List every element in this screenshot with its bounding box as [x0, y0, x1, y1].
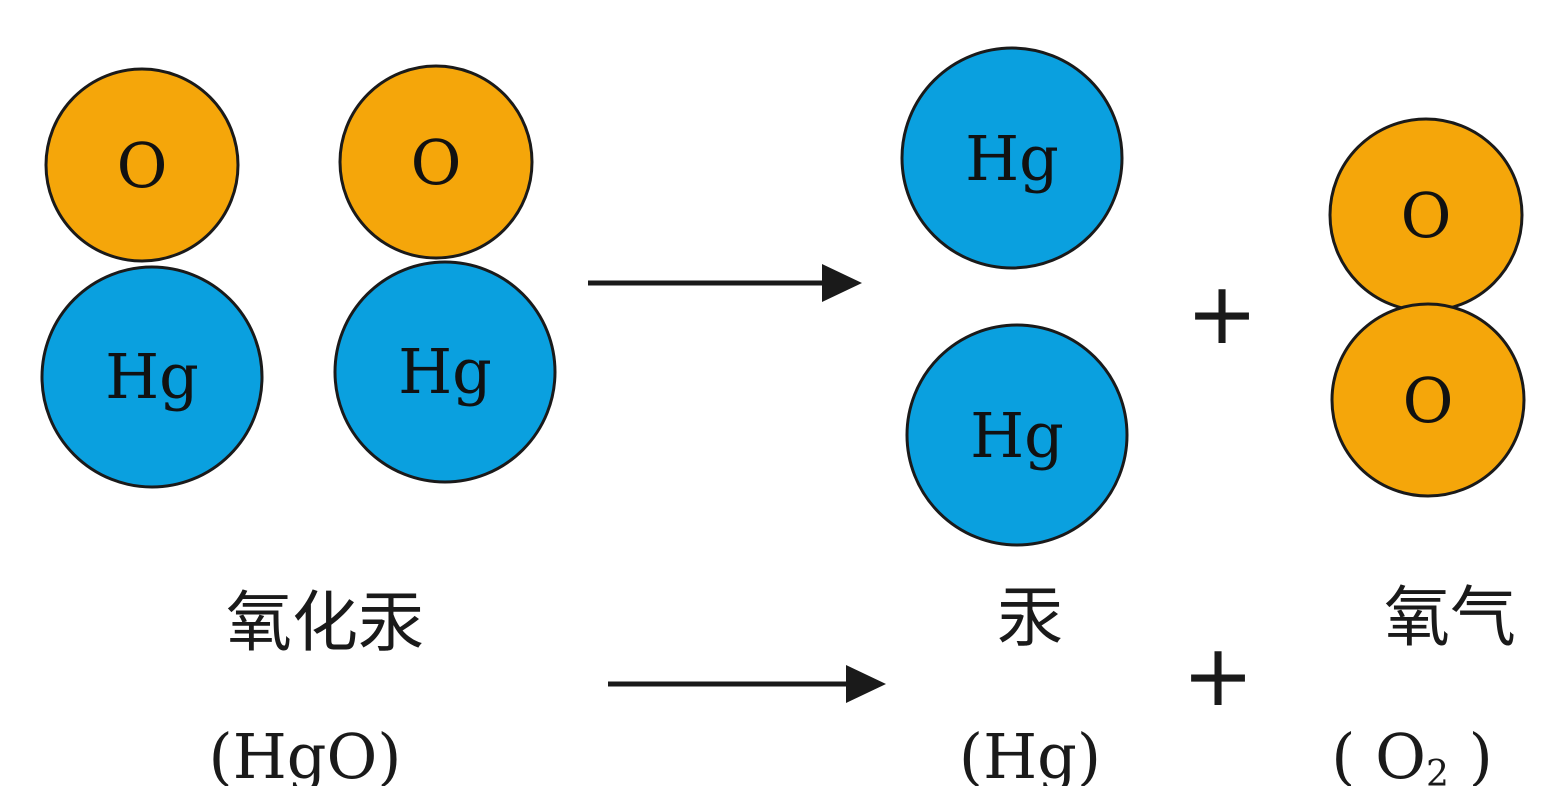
oxygen-atom-label: O: [1401, 179, 1452, 252]
product-oxygen-name: 氧气: [1384, 579, 1516, 656]
hgo-molecule-1: O Hg: [40, 67, 264, 489]
mercury-atom-label: Hg: [965, 122, 1059, 195]
mercury-atom-label: Hg: [970, 399, 1064, 472]
oxygen-atom-label: O: [1403, 364, 1454, 437]
oxygen-atom-label: O: [411, 126, 462, 199]
o2-formula-open: ( O: [1331, 720, 1426, 786]
mercury-atom: [905, 323, 1129, 547]
plus-sign-top: +: [1186, 264, 1258, 364]
oxygen-atom: [338, 64, 534, 260]
product-oxygen-formula: ( O2 ): [1331, 720, 1493, 786]
mercury-atom-label: Hg: [105, 340, 199, 413]
mercury-atom: [40, 265, 264, 489]
hg-atom-product-1: Hg: [900, 46, 1124, 270]
o2-formula-subscript: 2: [1426, 754, 1449, 786]
reaction-arrow-bottom-head: [846, 665, 886, 703]
hgo-molecule-2: O Hg: [333, 64, 557, 484]
reactant-name: 氧化汞: [226, 584, 424, 661]
product-mercury-name: 汞: [997, 579, 1063, 656]
hg-atom-product-2: Hg: [905, 323, 1129, 547]
product-mercury-formula: (Hg): [959, 720, 1101, 786]
oxygen-atom: [44, 67, 240, 263]
mercury-atom-label: Hg: [398, 335, 492, 408]
reactant-formula: (HgO): [209, 720, 402, 786]
reaction-arrow-top-head: [822, 264, 862, 302]
o2-molecule: O O: [1328, 117, 1526, 498]
plus-sign-bottom: +: [1182, 626, 1254, 726]
o2-formula-close: ): [1449, 720, 1493, 786]
oxygen-atom: [1330, 302, 1526, 498]
mercury-atom: [900, 46, 1124, 270]
oxygen-atom-label: O: [117, 129, 168, 202]
mercury-atom: [333, 260, 557, 484]
